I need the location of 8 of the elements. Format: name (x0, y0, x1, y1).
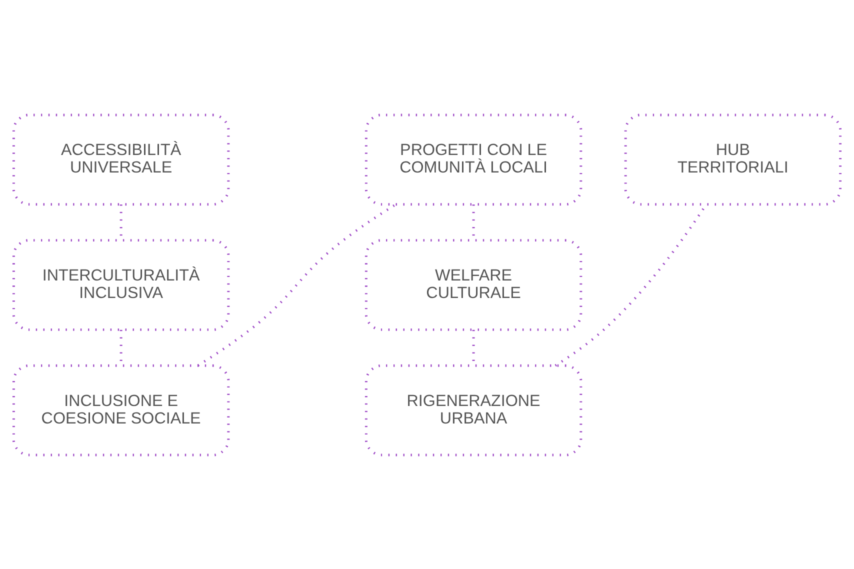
node-box: RIGENERAZIONE URBANA (364, 364, 582, 456)
connector (197, 202, 397, 366)
node-box: INTERCULTURALITÀ INCLUSIVA (12, 238, 230, 330)
node-box: WELFARE CULTURALE (364, 238, 582, 330)
node-box: INCLUSIONE E COESIONE SOCIALE (12, 364, 230, 456)
node-box: ACCESSIBILITÀ UNIVERSALE (12, 113, 230, 206)
node-box: PROGETTI CON LE COMUNITÀ LOCALI (364, 113, 582, 206)
node-box: HUB TERRITORIALI (624, 113, 842, 206)
